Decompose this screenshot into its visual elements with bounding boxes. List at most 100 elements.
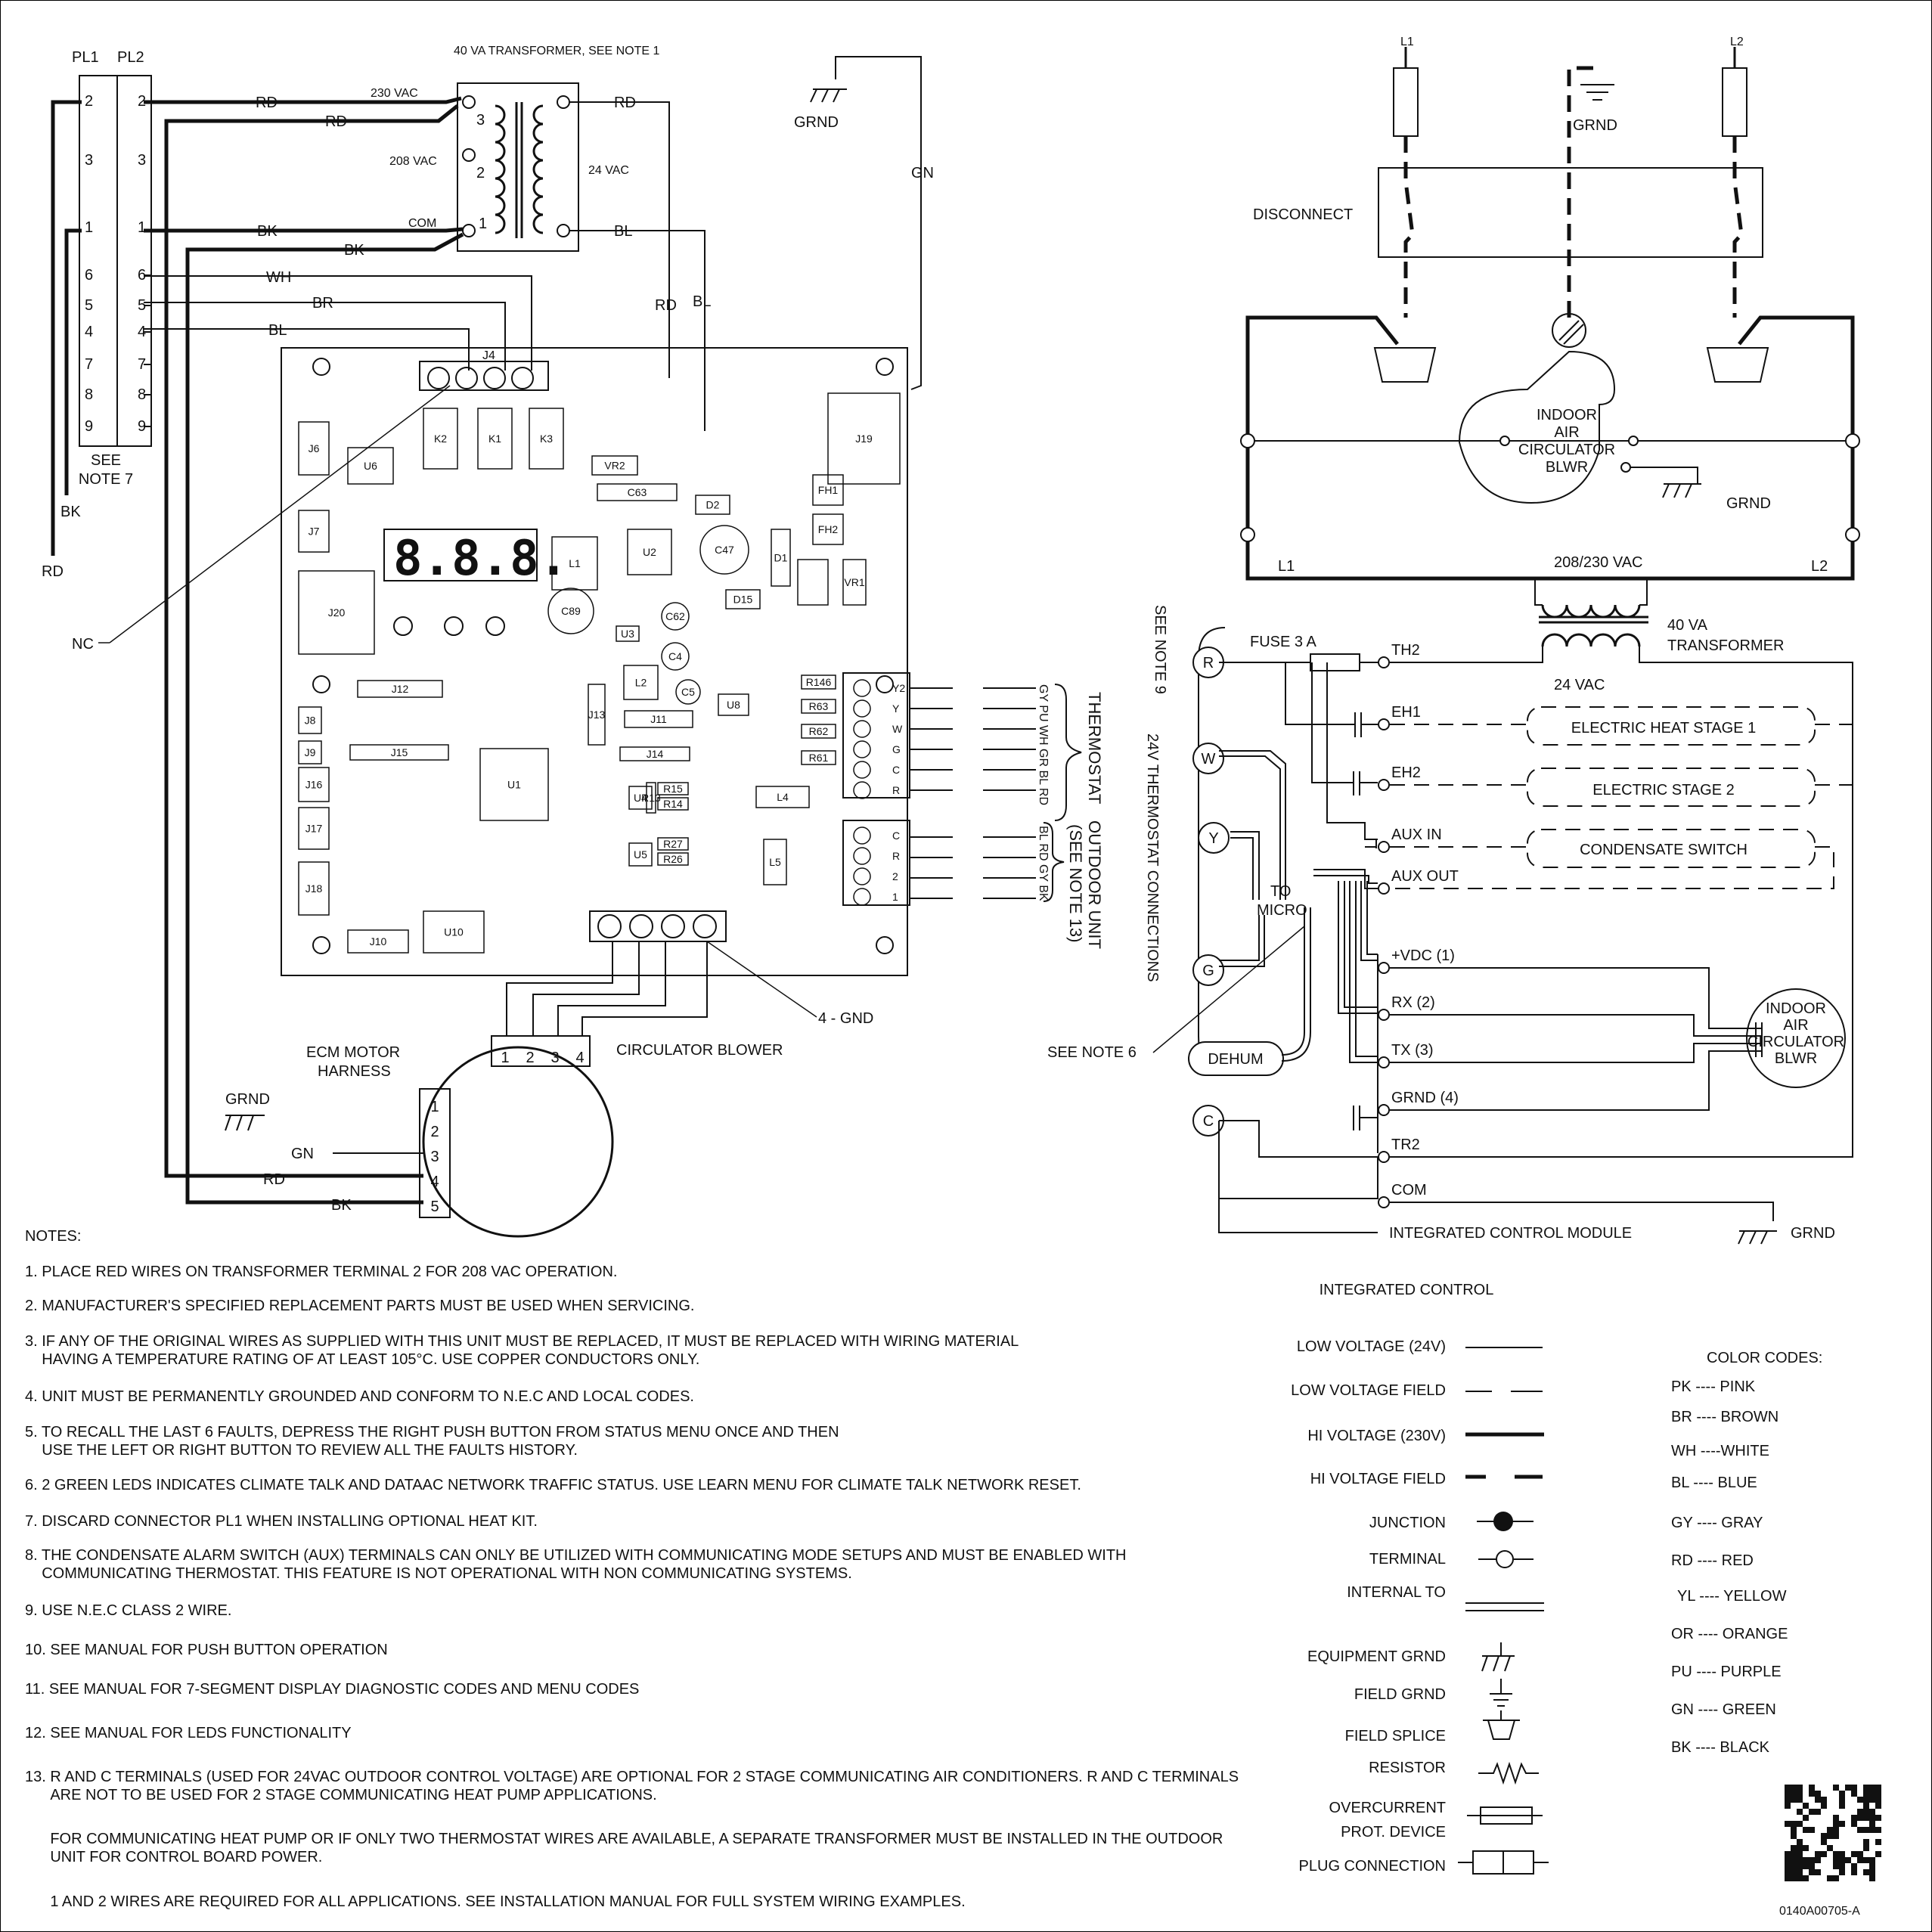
seven-segment-display: 8.8.8. [383, 529, 568, 587]
qr-cell [1803, 1845, 1809, 1851]
component-k3 [529, 408, 564, 470]
capacitor-label-c47: C47 [715, 544, 734, 556]
qr-cell [1875, 1785, 1881, 1791]
schematic: SEE NOTE 9 24V THERMOSTAT CONNECTIONS RW… [1047, 605, 1853, 1245]
svg-text:8.8.8.: 8.8.8. [393, 531, 568, 587]
qr-cell [1791, 1863, 1797, 1869]
terminal-right [1378, 1009, 1390, 1021]
legend-item: PLUG CONNECTION [1298, 1858, 1446, 1875]
qr-cell [1857, 1851, 1863, 1857]
component-k2 [423, 408, 458, 470]
component-label-c63: C63 [628, 486, 647, 498]
qr-cell [1869, 1785, 1875, 1791]
wire-rd-1: RD [256, 95, 278, 111]
j4-pin [483, 367, 506, 389]
component-j8 [298, 706, 322, 734]
ecm-side-pin-5: 5 [430, 1199, 439, 1215]
qr-cell [1839, 1851, 1845, 1857]
wire-rd-sec: RD [614, 95, 636, 111]
qr-cell [1785, 1785, 1791, 1791]
outdoor-title-1: OUTDOOR UNIT [1085, 820, 1104, 949]
qr-cell [1869, 1815, 1875, 1821]
qr-cell [1785, 1857, 1791, 1863]
qr-cell [1803, 1863, 1809, 1869]
component-label-j14: J14 [647, 748, 664, 760]
note-item: 8. THE CONDENSATE ALARM SWITCH (AUX) TER… [25, 1547, 1127, 1582]
blower-top-label-0: INDOOR [1537, 407, 1597, 423]
component-j11 [624, 710, 693, 728]
ecm-side-pin-3: 3 [430, 1149, 439, 1165]
qr-cell [1869, 1797, 1875, 1803]
component-c1 [797, 559, 829, 606]
component-j13 [588, 684, 606, 746]
qr-cell [1791, 1857, 1797, 1863]
qr-cell [1821, 1851, 1827, 1857]
pl1-pin-1: 1 [85, 219, 93, 236]
transformer-left: 40 VA TRANSFORMER, SEE NOTE 1 3 2 1 230 … [371, 45, 659, 252]
terminal-right-label: EH1 [1391, 704, 1421, 721]
qr-cell [1869, 1809, 1875, 1815]
terminal-right-label: TX (3) [1391, 1042, 1434, 1059]
color-code-item: PU ---- PURPLE [1671, 1664, 1782, 1680]
component-u1 [479, 748, 549, 821]
pl2-pin-2: 2 [138, 93, 146, 110]
note-item: 7. DISCARD CONNECTOR PL1 WHEN INSTALLING… [25, 1513, 538, 1530]
j1-pin-w [853, 720, 871, 738]
component-l1 [551, 536, 598, 591]
qr-cell [1797, 1821, 1803, 1827]
legend-title: INTEGRATED CONTROL [1319, 1282, 1494, 1298]
qr-cell [1791, 1785, 1797, 1791]
note-item: 3. IF ANY OF THE ORIGINAL WIRES AS SUPPL… [25, 1333, 1019, 1368]
qr-cell [1863, 1869, 1869, 1875]
left-bk-label: BK [60, 504, 81, 520]
qr-cell [1785, 1869, 1791, 1875]
component-label-k3: K3 [540, 433, 553, 445]
component-j16 [298, 767, 330, 802]
qr-cell [1851, 1821, 1857, 1827]
component-label-j13: J13 [588, 709, 606, 721]
terminal-right [1378, 1104, 1390, 1116]
component-c63 [597, 483, 678, 501]
qr-cell [1863, 1845, 1869, 1851]
eh2-box: ELECTRIC STAGE 2 [1592, 782, 1734, 799]
j1-pin-label-w: W [892, 723, 903, 735]
qr-cell [1797, 1875, 1803, 1881]
pl2-label: PL2 [117, 49, 144, 66]
terminal-label-y: Y [1208, 830, 1218, 847]
component-label-u1: U1 [507, 779, 521, 791]
capacitor-label-c4: C4 [668, 650, 682, 662]
j2-pin-label-1: 1 [892, 891, 898, 903]
component-j14 [619, 746, 690, 761]
component-j18 [298, 861, 330, 916]
qr-cell [1797, 1785, 1803, 1791]
qr-cell [1815, 1797, 1821, 1803]
qr-cell [1851, 1863, 1857, 1869]
mount-hole [312, 936, 330, 954]
v24-right: 24 VAC [1554, 677, 1605, 693]
component-label-l1: L1 [569, 557, 581, 569]
ecm-gn: GN [291, 1146, 314, 1162]
terminal-right-label: AUX OUT [1391, 868, 1459, 885]
component-r14 [657, 797, 689, 811]
component-label-u10: U10 [444, 926, 464, 938]
notes-title: NOTES: [25, 1228, 82, 1245]
outdoor-wire-codes: BL RD GY BK [1037, 826, 1050, 901]
component-label-r146: R146 [806, 676, 832, 688]
qr-cell [1857, 1797, 1863, 1803]
qr-cell [1797, 1845, 1803, 1851]
qr-cell [1833, 1785, 1839, 1791]
blower-right-label-0: INDOOR [1766, 1000, 1826, 1017]
component-label-u3: U3 [621, 628, 634, 640]
component-j10 [347, 929, 409, 954]
v208-230-label: 208/230 VAC [1554, 554, 1643, 571]
terminal-right-label: TR2 [1391, 1137, 1420, 1153]
qr-cell [1785, 1821, 1791, 1827]
qr-cell [1803, 1875, 1809, 1881]
component-u4 [628, 786, 653, 810]
note-item: 1 AND 2 WIRES ARE REQUIRED FOR ALL APPLI… [25, 1893, 966, 1910]
component-r146 [801, 674, 836, 690]
wire-bk-2: BK [344, 242, 364, 259]
qr-cell [1839, 1869, 1845, 1875]
qr-cell [1875, 1797, 1881, 1803]
component-label-r63: R63 [809, 700, 829, 712]
